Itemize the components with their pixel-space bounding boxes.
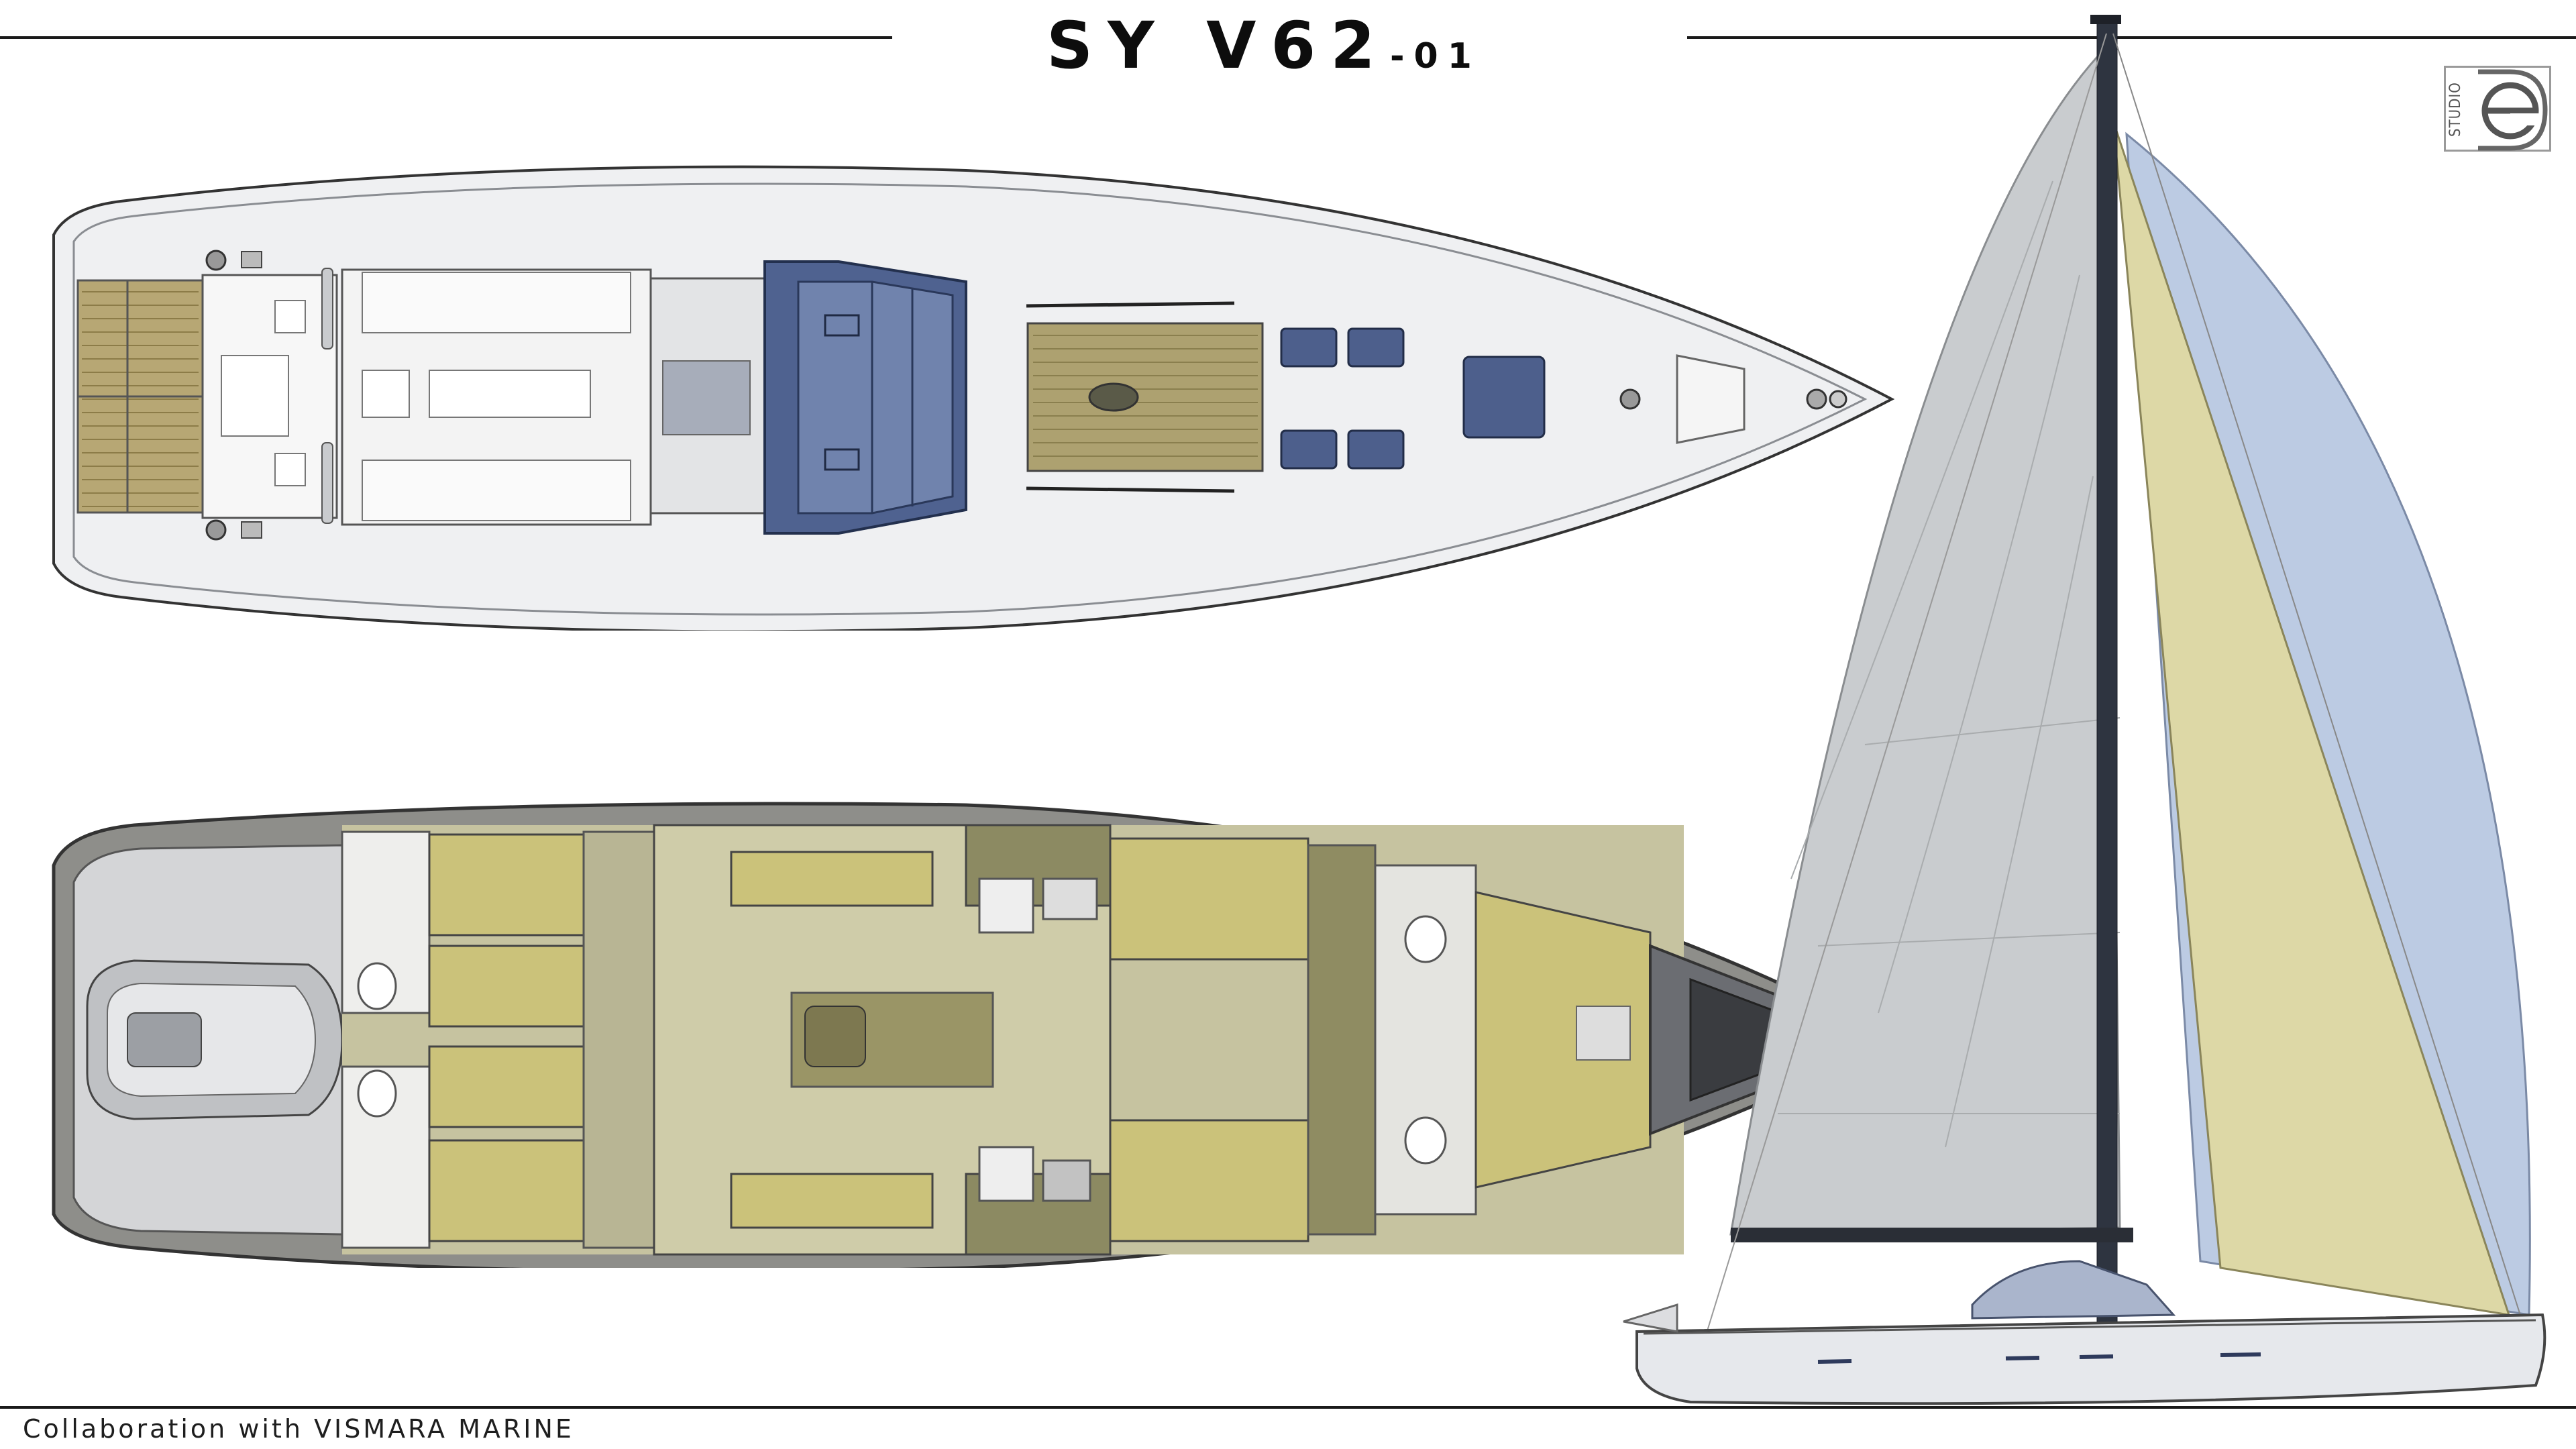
title-rule-right bbox=[1687, 36, 2576, 39]
logo-e-mark-icon bbox=[2478, 69, 2548, 151]
mainsail bbox=[1729, 44, 2121, 1236]
main-cockpit bbox=[341, 268, 652, 526]
drawing-title: SY V62-01 bbox=[1046, 8, 1481, 83]
saloon-sofa-starboard bbox=[730, 1173, 934, 1229]
deckhouse-windows bbox=[763, 260, 967, 535]
mid-cabins bbox=[1109, 837, 1309, 1242]
sail-plan bbox=[1623, 15, 2546, 1405]
footer-rule bbox=[0, 1406, 2576, 1409]
title-rule-left bbox=[0, 36, 892, 39]
boom bbox=[1731, 1228, 2133, 1242]
side-hull bbox=[1623, 1260, 2546, 1405]
jib-sail bbox=[2112, 120, 2511, 1316]
foredeck-teak-hatch bbox=[1026, 322, 1264, 472]
deck-plan bbox=[52, 165, 1895, 631]
transom-teak-platform bbox=[76, 279, 204, 514]
forward-cabin bbox=[1474, 891, 1652, 1189]
title-main: SY V62 bbox=[1046, 8, 1390, 83]
saloon-sofa-port bbox=[730, 851, 934, 907]
footer-credit: Collaboration with VISMARA MARINE bbox=[23, 1414, 574, 1444]
studio-logo: STUDIO bbox=[2444, 66, 2551, 152]
aft-cabins bbox=[428, 833, 585, 1242]
tender-dinghy bbox=[86, 959, 343, 1120]
interior-plan bbox=[52, 802, 1896, 1268]
winch-port bbox=[205, 250, 227, 271]
deck-hatches bbox=[1280, 327, 1546, 470]
title-suffix: -01 bbox=[1389, 36, 1481, 76]
winch-starboard bbox=[205, 519, 227, 541]
mast bbox=[2096, 19, 2118, 1329]
